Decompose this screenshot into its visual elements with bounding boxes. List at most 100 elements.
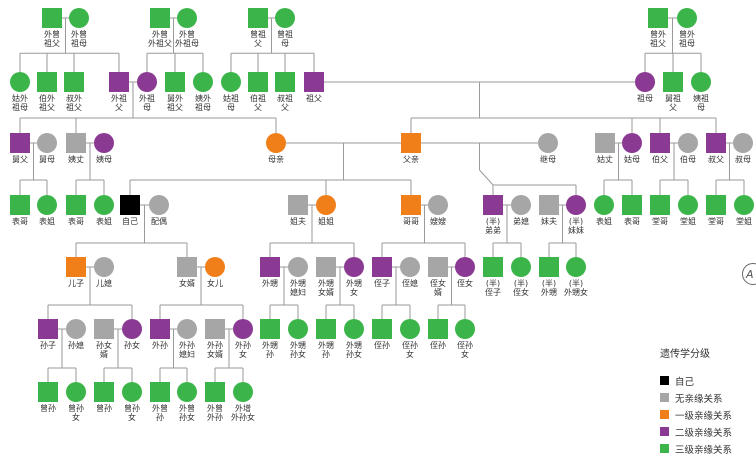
person-label: 外甥女 (564, 287, 588, 297)
person-label: 曾孙 (68, 403, 84, 413)
person-label: 堂姐 (680, 216, 696, 226)
female-circle-symbol (566, 257, 586, 277)
person-label: 祖母 (679, 38, 695, 48)
person-jiufu: 舅父 (10, 133, 30, 164)
male-square-symbol (401, 195, 421, 215)
legend-item-second: 二级亲缘关系 (660, 423, 756, 440)
male-square-symbol (248, 72, 268, 92)
person-label: 孙媳 (68, 340, 84, 350)
person-label: 姨母 (96, 154, 112, 164)
person-g6: 侄孙女 (400, 319, 420, 359)
person-gumu: 姑母 (622, 133, 642, 164)
person-label: 女婿 (179, 278, 195, 288)
person-label: 姑母 (624, 154, 640, 164)
person-label: 外曾 (71, 29, 87, 39)
person-label: 外祖 (139, 93, 155, 103)
female-circle-symbol (594, 195, 614, 215)
person-label: 弟弟 (485, 225, 501, 235)
female-circle-symbol (94, 257, 114, 277)
male-square-symbol (401, 133, 421, 153)
person-g1: 外甥孙 (260, 319, 280, 359)
female-circle-symbol (275, 8, 295, 28)
person-pgf: 祖父 (304, 72, 324, 103)
female-circle-symbol (66, 382, 86, 402)
person-c4: 表姐 (94, 195, 114, 226)
person-yizhang: 姨丈 (66, 133, 86, 164)
legend-item-first: 一级亲缘关系 (660, 406, 756, 423)
person-label: 侄女 (513, 287, 529, 297)
male-square-symbol (316, 319, 336, 339)
legend-item-third: 三级亲缘关系 (660, 440, 756, 457)
person-son: 儿子 (66, 257, 86, 288)
female-circle-symbol (149, 195, 169, 215)
person-label: 姑祖 (223, 93, 239, 103)
person-label: 嫂嫂 (430, 216, 446, 226)
person-label: 妹妹 (568, 225, 584, 235)
female-circle-symbol (400, 319, 420, 339)
male-square-symbol (595, 133, 615, 153)
legend-swatch-first (660, 410, 669, 419)
person-label: 祖父 (66, 102, 82, 112)
person-hwn: (半)外甥女 (564, 257, 588, 297)
person-label: 孙女 (290, 349, 306, 359)
family-members: 外曾祖父外曾祖母外曾外祖父外曾外祖母曾祖父曾祖母曾外祖父曾外祖母姑外祖母伯外祖父… (10, 8, 754, 422)
person-label: (半) (514, 278, 528, 288)
person-label: 祖母 (71, 38, 87, 48)
female-circle-symbol (177, 319, 197, 339)
person-label: 表姐 (596, 216, 612, 226)
person-label: 侄孙 (457, 340, 473, 350)
person-k2: 曾孙女 (66, 382, 86, 422)
legend-label: 无亲缘关系 (675, 393, 723, 405)
person-label: 侄女 (430, 278, 446, 288)
person-sunzi: 孙子 (38, 319, 58, 350)
legend-label: 一级亲缘关系 (675, 410, 733, 422)
person-k1: 曾孙 (38, 382, 58, 413)
person-gege: 哥哥 (401, 195, 421, 226)
person-jiumu: 舅母 (37, 133, 57, 164)
person-g5: 侄孙 (372, 319, 392, 350)
person-label: 父 (115, 103, 123, 112)
female-circle-symbol (511, 195, 531, 215)
person-label: 祖母 (195, 102, 211, 112)
person-halfsis: (半)妹妹 (566, 195, 586, 235)
person-label: 叔祖 (277, 93, 293, 103)
person-c8: 堂姐 (678, 195, 698, 226)
person-mgf: 外祖父 (109, 72, 129, 112)
person-shufu: 叔父 (706, 133, 726, 164)
male-square-symbol (304, 72, 324, 92)
male-square-symbol (38, 319, 58, 339)
person-saosao: 嫂嫂 (428, 195, 448, 226)
person-jiejie: 姐姐 (316, 195, 336, 226)
female-circle-symbol (122, 382, 142, 402)
female-circle-symbol (266, 133, 286, 153)
person-label: 祖父 (306, 93, 322, 103)
person-meifu: 妹夫 (539, 195, 559, 226)
male-square-symbol (483, 257, 503, 277)
person-label: 外祖父 (148, 38, 172, 48)
person-label: 伯外 (39, 93, 55, 103)
person-label: 伯祖 (250, 93, 266, 103)
person-label: 外甥 (290, 340, 306, 350)
male-square-symbol (650, 195, 670, 215)
male-square-symbol (10, 195, 30, 215)
person-label: 配偶 (151, 216, 167, 226)
person-label: 姑外 (12, 93, 28, 103)
legend-label: 二级亲缘关系 (675, 427, 733, 439)
person-zhixi: 侄媳 (400, 257, 420, 288)
female-circle-symbol (344, 257, 364, 277)
person-label: (半) (486, 278, 500, 288)
person-hws: (半)外甥 (539, 257, 559, 297)
legend-swatch-self (660, 376, 669, 385)
person-label: 祖父 (39, 102, 55, 112)
person-label: 外曾 (207, 403, 223, 413)
person-label: 姨丈 (68, 154, 84, 164)
person-label: 儿子 (68, 279, 84, 288)
female-circle-symbol (177, 382, 197, 402)
